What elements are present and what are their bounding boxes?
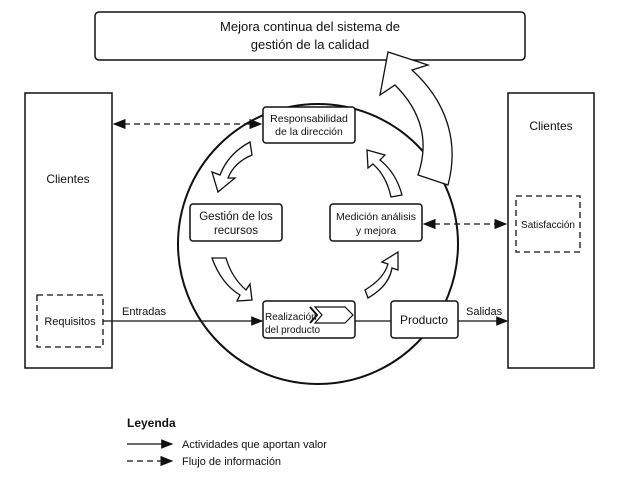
resources-line1: Gestión de los <box>199 211 273 223</box>
top-box-line2: gestión de la calidad <box>251 37 370 52</box>
clients-left-box: Clientes Requisitos <box>24 92 113 369</box>
measurement-line2: y mejora <box>356 225 396 237</box>
curved-arrow-resources-to-realization <box>211 257 253 302</box>
curved-arrow-management-to-resources <box>211 140 253 194</box>
chevron-icon <box>313 306 354 324</box>
realization-line1: Realización <box>265 312 317 323</box>
measurement-box: Medición análisis y mejora <box>329 203 423 242</box>
outputs-label: Salidas <box>466 306 503 318</box>
resource-management-box: Gestión de los recursos <box>189 203 283 242</box>
top-box-line1: Mejora continua del sistema de <box>220 19 400 34</box>
realization-line2: del producto <box>265 325 320 336</box>
product-label: Producto <box>400 313 448 327</box>
management-line2: de la dirección <box>275 126 343 138</box>
clients-right-label: Clientes <box>529 119 572 133</box>
resources-line2: recursos <box>214 225 258 237</box>
legend-title: Leyenda <box>127 416 176 430</box>
satisfaction-label: Satisfacción <box>521 220 575 231</box>
curved-arrow-measurement-to-management <box>366 149 403 198</box>
legend-item-value: Actividades que aportan valor <box>182 439 327 451</box>
legend: Leyenda Actividades que aportan valor Fl… <box>127 416 327 468</box>
clients-right-box: Clientes Satisfacción <box>507 92 595 369</box>
requirements-label: Requisitos <box>44 316 96 328</box>
continuous-improvement-box: Mejora continua del sistema de gestión d… <box>94 11 526 61</box>
product-realization-box: Realización del producto <box>262 300 356 339</box>
product-box: Producto <box>390 300 459 339</box>
improvement-arrow <box>379 51 453 186</box>
measurement-line1: Medición análisis <box>336 211 416 223</box>
process-circle <box>177 103 459 385</box>
management-responsibility-box: Responsabilidad de la dirección <box>262 106 356 144</box>
clients-left-label: Clientes <box>46 172 89 186</box>
legend-item-info: Flujo de información <box>182 456 281 468</box>
curved-arrow-realization-to-measurement <box>364 250 399 299</box>
management-line1: Responsabilidad <box>270 113 348 125</box>
inputs-label: Entradas <box>122 306 167 318</box>
